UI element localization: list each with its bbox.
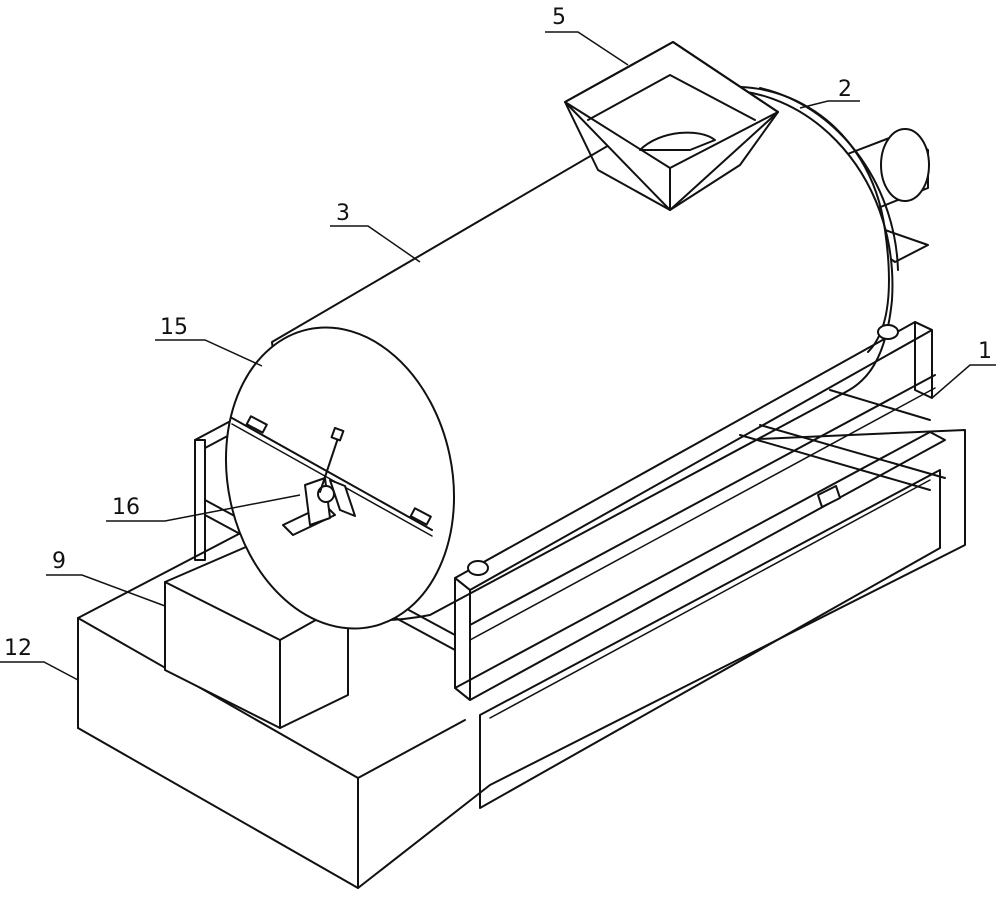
label-12: 12: [0, 636, 79, 681]
front-cover: [224, 324, 899, 630]
label-5: 5: [545, 5, 629, 66]
label-16-text: 16: [112, 495, 140, 520]
label-9-text: 9: [52, 549, 66, 574]
label-2-text: 2: [838, 77, 852, 102]
label-1: 1: [931, 339, 996, 399]
label-9: 9: [46, 549, 166, 607]
label-1-text: 1: [978, 339, 992, 364]
hopper: [564, 41, 779, 211]
label-12-text: 12: [4, 636, 32, 661]
label-15: 15: [155, 315, 263, 367]
label-2: 2: [799, 77, 860, 109]
label-3: 3: [330, 201, 421, 263]
label-16: 16: [106, 494, 301, 522]
latch: [282, 426, 356, 536]
label-5-text: 5: [552, 5, 566, 30]
label-15-text: 15: [160, 315, 188, 340]
label-3-text: 3: [336, 201, 350, 226]
